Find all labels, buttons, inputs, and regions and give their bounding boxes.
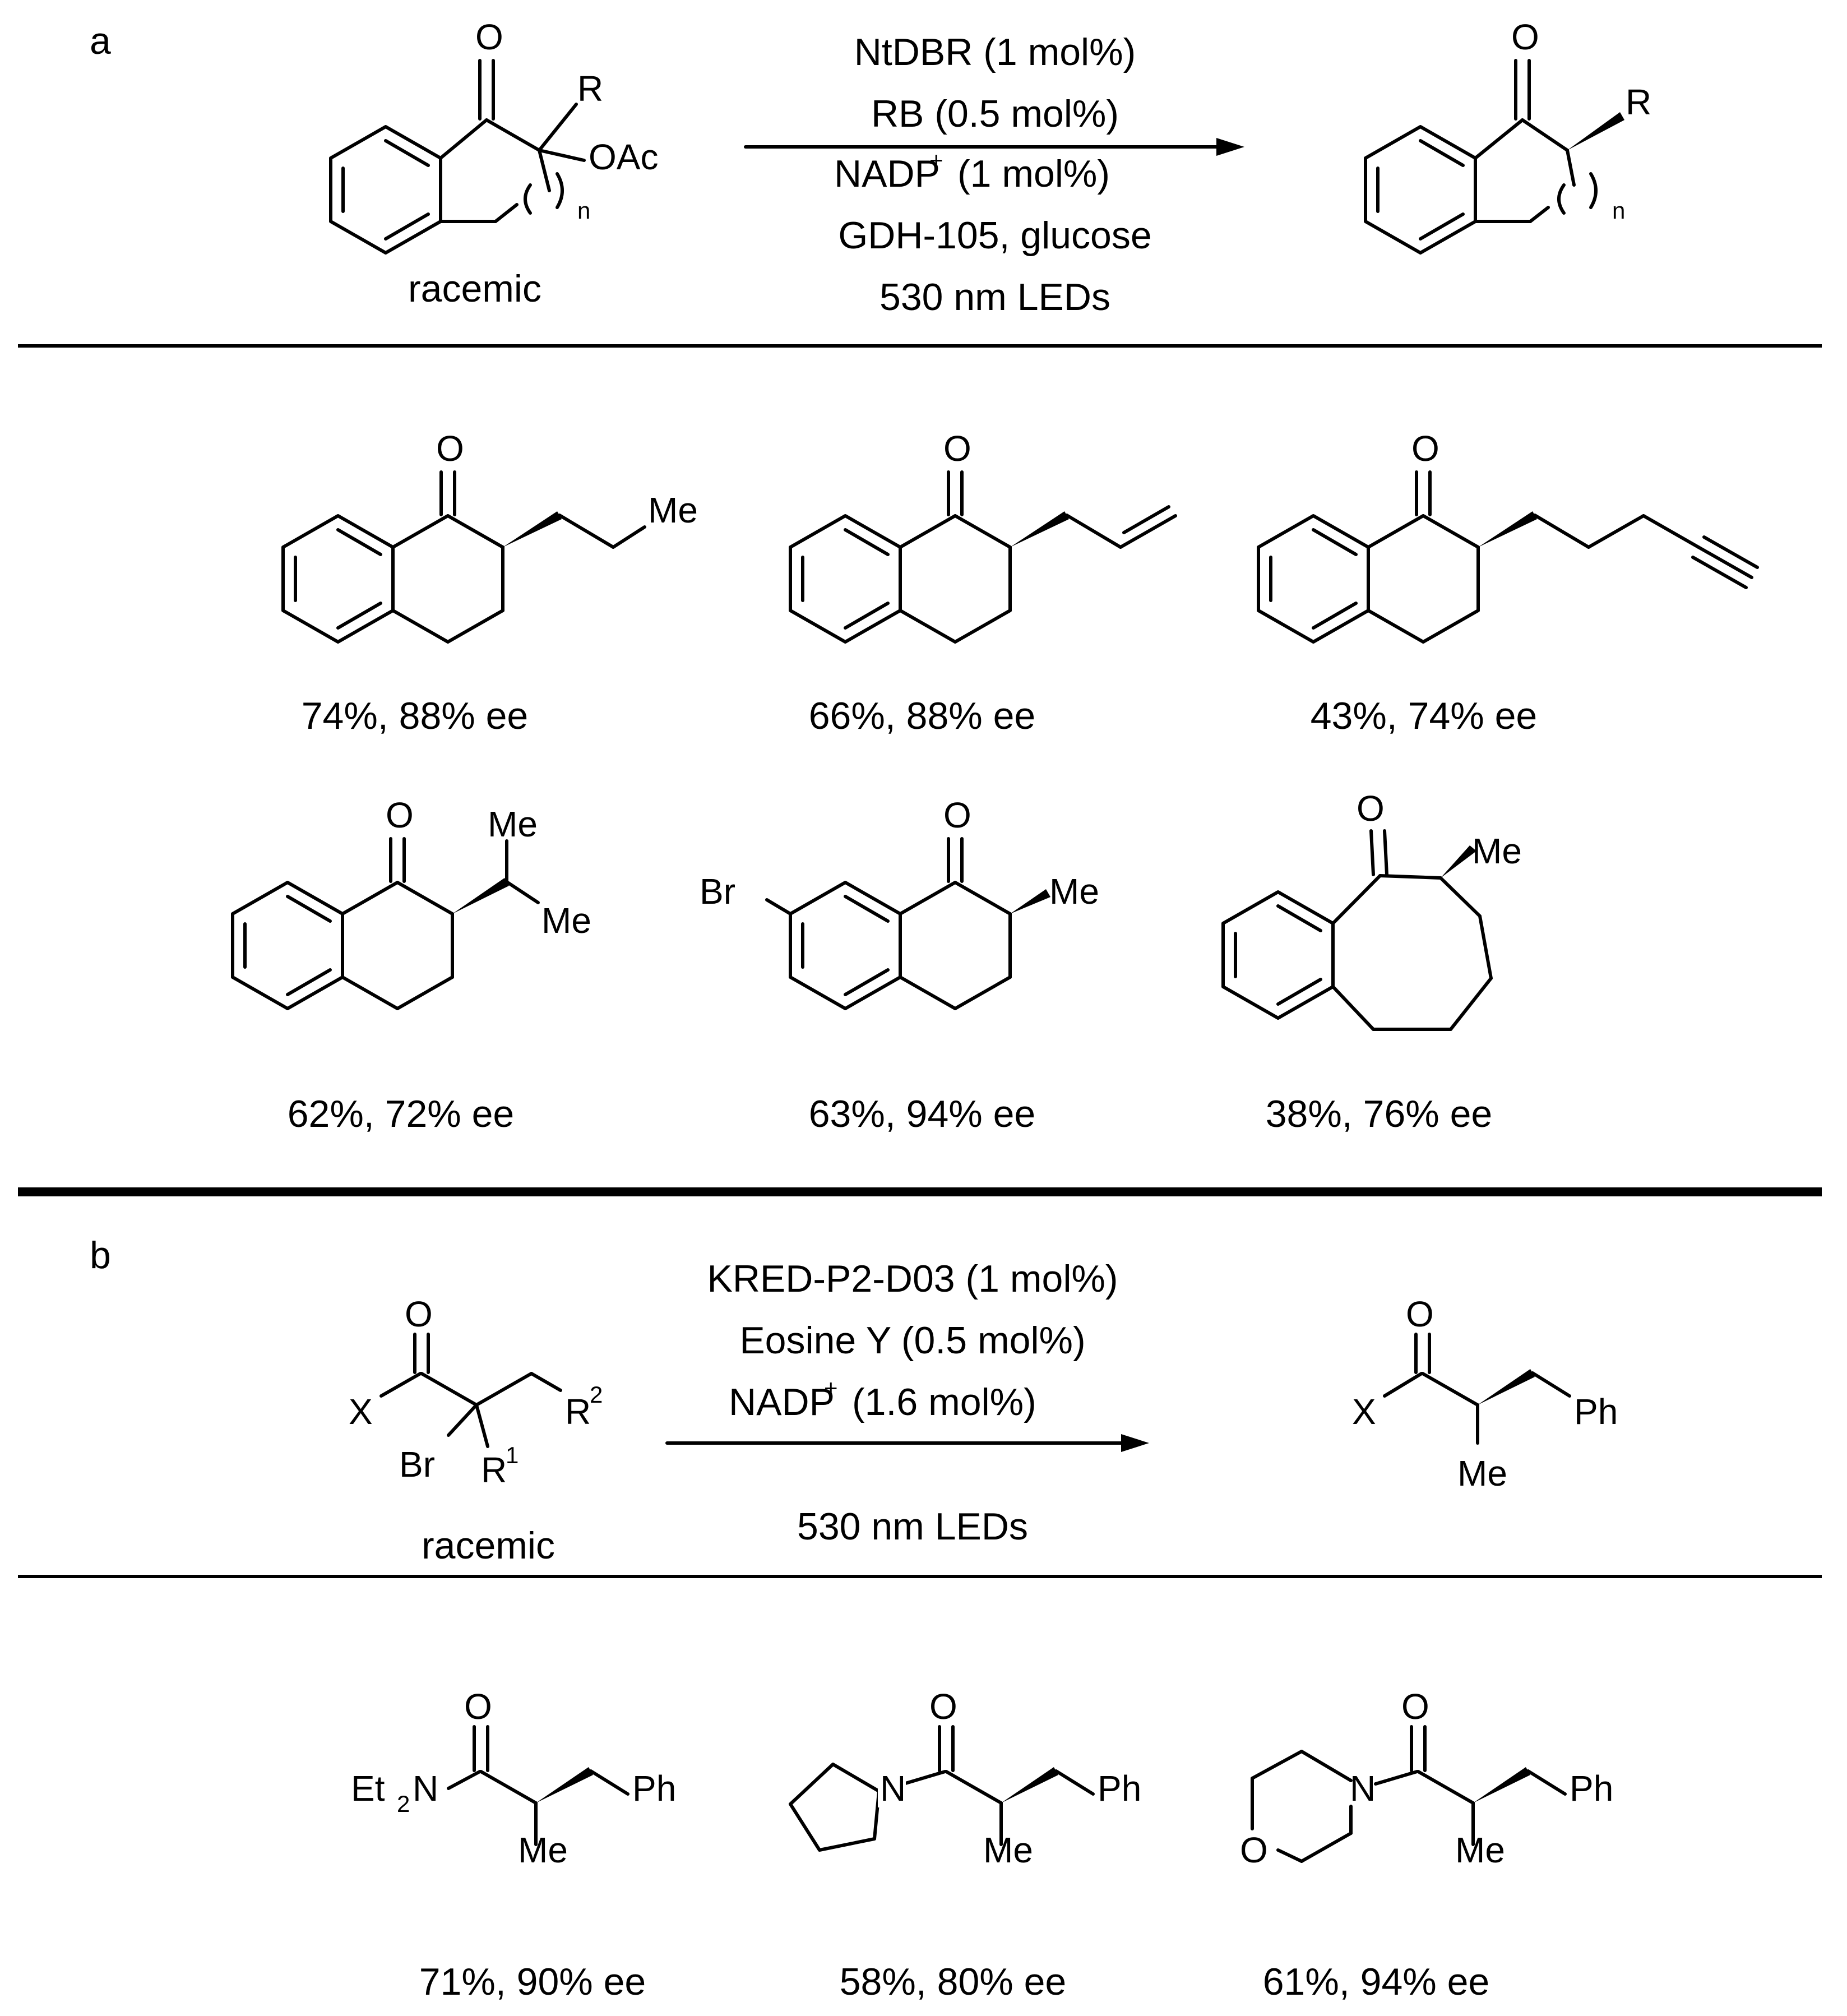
reactant-b: O X Br R 1 R 2 racemic xyxy=(349,1294,603,1567)
svg-text:O: O xyxy=(929,1686,957,1727)
svg-text:Br: Br xyxy=(399,1444,435,1485)
svg-text:O: O xyxy=(1511,17,1539,57)
svg-text:(1.6 mol%): (1.6 mol%) xyxy=(852,1381,1036,1423)
svg-text:Me: Me xyxy=(1457,1453,1507,1493)
conditions-b: KRED-P2-D03 (1 mol%) Eosine Y (0.5 mol%)… xyxy=(707,1257,1118,1548)
svg-text:530 nm LEDs: 530 nm LEDs xyxy=(797,1505,1028,1548)
svg-text:N: N xyxy=(880,1768,906,1809)
result-a6: 38%, 76% ee xyxy=(1266,1093,1493,1135)
svg-text:2: 2 xyxy=(590,1381,603,1408)
result-b3: 61%, 94% ee xyxy=(1263,1960,1490,2003)
svg-text:n: n xyxy=(577,197,590,224)
svg-text:O: O xyxy=(475,17,503,57)
svg-text:+: + xyxy=(824,1375,838,1401)
svg-text:Ph: Ph xyxy=(1570,1768,1613,1809)
svg-text:Me: Me xyxy=(648,490,698,530)
svg-text:530 nm LEDs: 530 nm LEDs xyxy=(879,276,1110,318)
result-b2: 58%, 80% ee xyxy=(840,1960,1067,2003)
svg-text:R: R xyxy=(577,68,603,109)
svg-text:Ph: Ph xyxy=(1098,1768,1141,1809)
product-a5-bromo-methyl: O Br Me xyxy=(700,795,1099,1010)
svg-text:1: 1 xyxy=(506,1442,519,1468)
svg-text:O: O xyxy=(436,428,464,469)
svg-text:Eosine Y (0.5 mol%): Eosine Y (0.5 mol%) xyxy=(739,1319,1085,1362)
svg-text:R: R xyxy=(1626,82,1651,122)
svg-text:NADP: NADP xyxy=(729,1381,835,1423)
svg-text:+: + xyxy=(929,147,943,173)
panel-b-label: b xyxy=(90,1234,111,1277)
panel-a-label: a xyxy=(90,20,111,62)
product-a2-allyl: O xyxy=(789,428,1177,644)
reaction-arrow-b xyxy=(665,1434,1149,1452)
reaction-arrow-a xyxy=(744,138,1244,156)
result-b1: 71%, 90% ee xyxy=(419,1960,646,2003)
product-a3-pentynyl: O xyxy=(1257,428,1759,644)
svg-text:NADP: NADP xyxy=(834,152,940,195)
svg-text:O: O xyxy=(1240,1830,1268,1870)
result-a3: 43%, 74% ee xyxy=(1311,695,1538,737)
svg-text:X: X xyxy=(1352,1391,1376,1432)
product-a6-benzosuberone: O Me xyxy=(1221,788,1522,1031)
svg-text:N: N xyxy=(413,1768,438,1809)
svg-text:O: O xyxy=(943,428,971,469)
svg-text:Me: Me xyxy=(1049,871,1099,912)
svg-text:Ph: Ph xyxy=(632,1768,676,1809)
svg-text:Me: Me xyxy=(1472,831,1522,871)
svg-text:Me: Me xyxy=(541,900,591,941)
svg-text:NtDBR (1 mol%): NtDBR (1 mol%) xyxy=(854,31,1136,73)
product-b3-morpholine-amide: N O O Ph Me xyxy=(1240,1686,1613,1870)
svg-text:(1 mol%): (1 mol%) xyxy=(957,152,1110,195)
reactant-a-racemic: racemic xyxy=(408,267,541,310)
result-a2: 66%, 88% ee xyxy=(809,695,1036,737)
svg-text:Me: Me xyxy=(488,804,538,844)
svg-text:KRED-P2-D03 (1 mol%): KRED-P2-D03 (1 mol%) xyxy=(707,1257,1118,1300)
svg-text:Me: Me xyxy=(518,1830,568,1870)
conditions-a: NtDBR (1 mol%) RB (0.5 mol%) NADP + (1 m… xyxy=(834,31,1152,318)
product-a: O R n xyxy=(1364,17,1651,255)
svg-text:N: N xyxy=(1350,1768,1376,1809)
svg-text:Et: Et xyxy=(351,1768,385,1809)
result-a4: 62%, 72% ee xyxy=(288,1093,515,1135)
product-b2-pyrrolidine-amide: N O Ph Me xyxy=(789,1686,1141,1870)
svg-text:Me: Me xyxy=(983,1830,1033,1870)
reactant-a: O R OAc n racemic xyxy=(329,17,658,310)
svg-text:2: 2 xyxy=(397,1791,410,1817)
svg-text:O: O xyxy=(1401,1686,1429,1727)
svg-text:Ph: Ph xyxy=(1574,1391,1618,1432)
svg-text:Br: Br xyxy=(700,871,735,912)
svg-text:Me: Me xyxy=(1455,1830,1505,1870)
svg-text:n: n xyxy=(1612,197,1625,224)
product-a1-propyl: O Me xyxy=(281,428,698,644)
svg-text:GDH-105, glucose: GDH-105, glucose xyxy=(838,214,1151,257)
svg-text:R: R xyxy=(481,1450,507,1490)
result-a5: 63%, 94% ee xyxy=(809,1093,1036,1135)
svg-text:RB (0.5 mol%): RB (0.5 mol%) xyxy=(871,93,1119,135)
result-a1: 74%, 88% ee xyxy=(302,695,529,737)
svg-text:O: O xyxy=(1411,428,1439,469)
svg-text:O: O xyxy=(1406,1294,1434,1334)
reactant-b-racemic: racemic xyxy=(422,1524,555,1567)
svg-text:O: O xyxy=(943,795,971,835)
svg-text:O: O xyxy=(1357,788,1385,829)
svg-text:R: R xyxy=(565,1391,591,1432)
svg-text:X: X xyxy=(349,1391,373,1432)
svg-text:O: O xyxy=(464,1686,492,1727)
product-a4-isopropyl: O Me Me xyxy=(231,795,591,1010)
product-b1-diethylamide: O Et 2 N Ph Me xyxy=(351,1686,676,1870)
svg-text:O: O xyxy=(386,795,414,835)
svg-text:O: O xyxy=(405,1294,433,1334)
svg-text:OAc: OAc xyxy=(589,137,658,177)
divider-panels xyxy=(18,1187,1822,1196)
product-b: O X Ph Me xyxy=(1352,1294,1618,1493)
